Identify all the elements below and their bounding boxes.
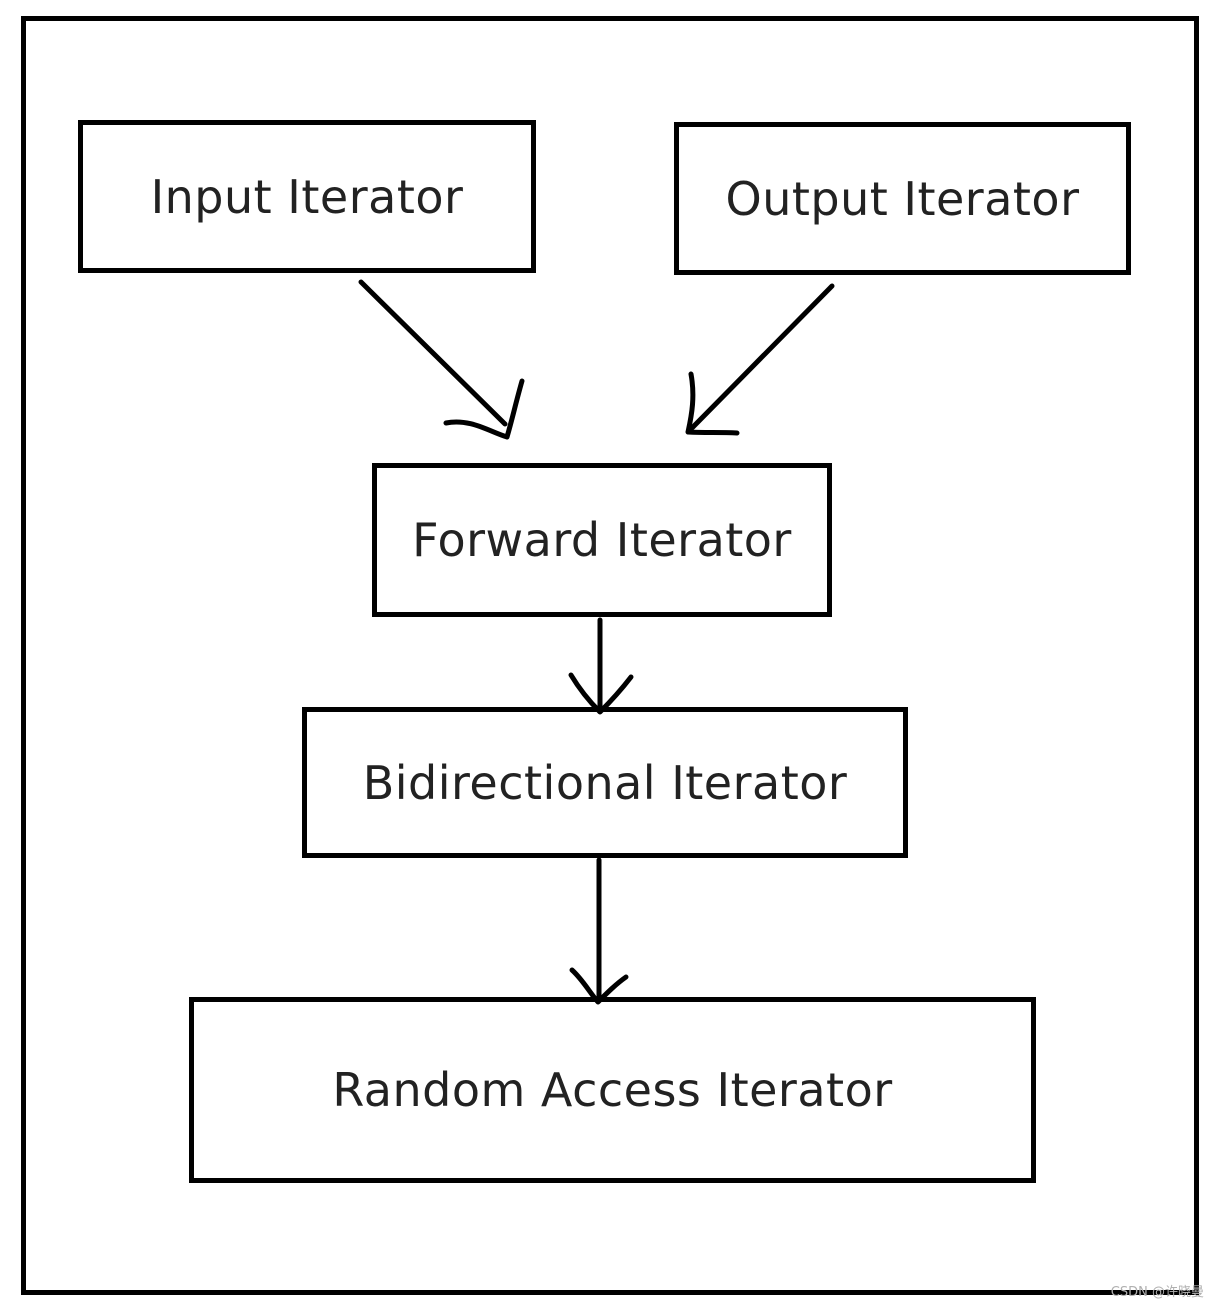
input-iterator-node: Input Iterator <box>78 120 536 273</box>
forward-iterator-label: Forward Iterator <box>412 513 792 567</box>
input-iterator-label: Input Iterator <box>150 169 464 224</box>
bidirectional-iterator-label: Bidirectional Iterator <box>362 755 848 810</box>
random-access-iterator-node: Random Access Iterator <box>189 997 1036 1183</box>
watermark: CSDN @许晓曼 <box>1110 1285 1204 1300</box>
bidirectional-iterator-node: Bidirectional Iterator <box>302 707 908 858</box>
forward-iterator-node: Forward Iterator <box>372 463 832 617</box>
random-access-iterator-label: Random Access Iterator <box>332 1063 893 1117</box>
output-iterator-label: Output Iterator <box>725 171 1080 226</box>
output-iterator-node: Output Iterator <box>674 122 1131 275</box>
diagram-frame <box>21 16 1199 1295</box>
